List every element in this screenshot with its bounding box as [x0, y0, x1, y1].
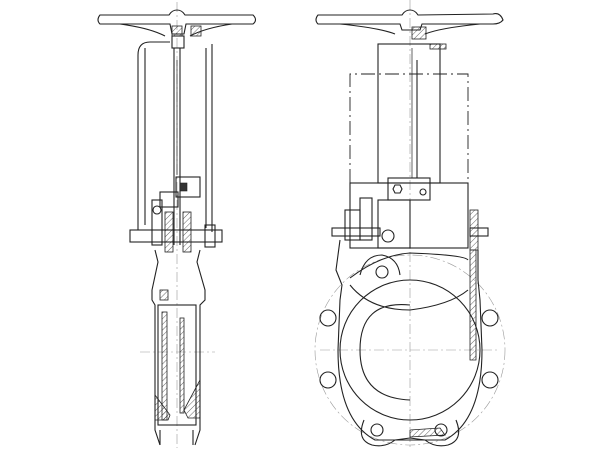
bolt-hole: [481, 371, 499, 389]
bolt-hole: [319, 309, 337, 327]
side-handwheel: [97, 9, 257, 37]
flange-bolt-holes: [319, 309, 499, 447]
front-bonnet: [331, 182, 489, 251]
front-view: [314, 0, 506, 448]
side-yoke: [137, 35, 213, 245]
front-stem-clevis: [387, 177, 431, 201]
side-view: [97, 2, 257, 448]
bolt-hole: [319, 371, 337, 389]
bolt-circle: [314, 254, 506, 446]
front-handwheel: [315, 9, 504, 50]
bolt-hole: [481, 309, 499, 327]
side-gland-flange: [129, 199, 223, 253]
front-yoke: [349, 43, 469, 184]
side-body: [151, 249, 206, 446]
front-body: [335, 239, 483, 441]
bolt-hole: [370, 423, 384, 437]
bolt-hole: [434, 423, 448, 437]
